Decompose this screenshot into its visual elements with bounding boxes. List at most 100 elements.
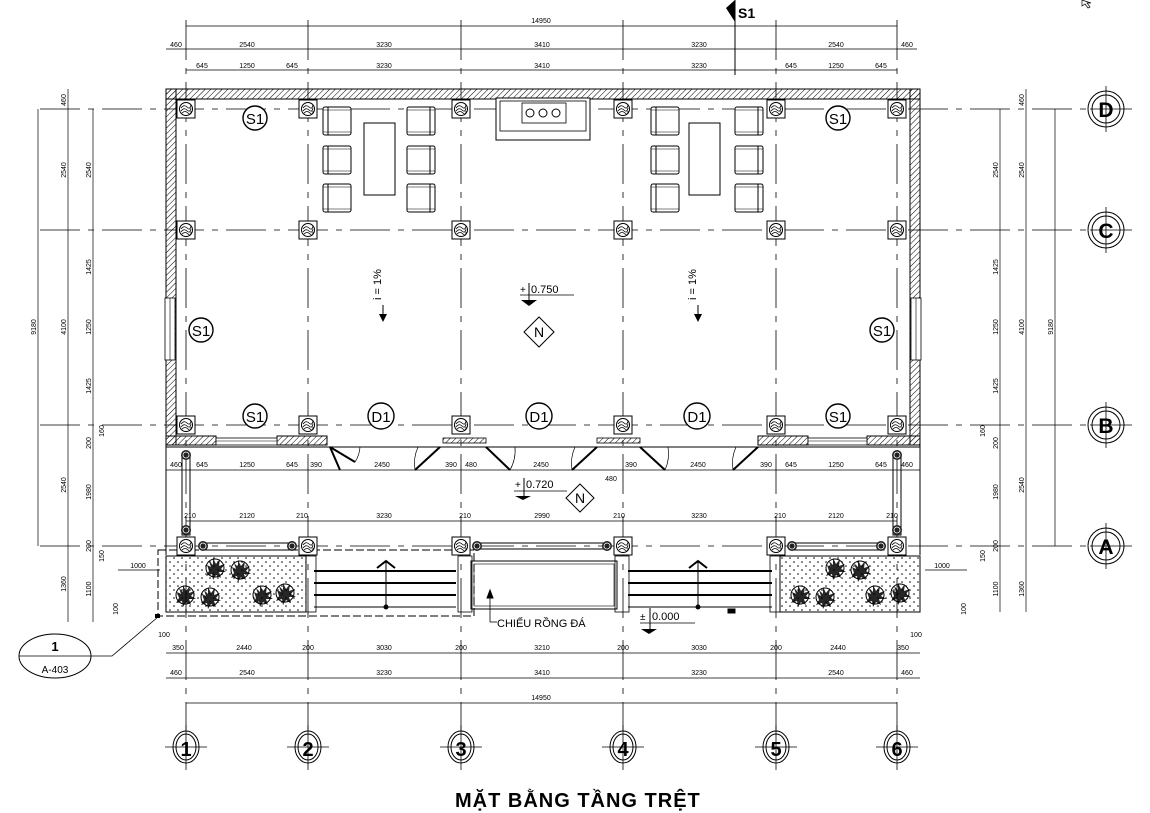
slope-right: i = 1% (687, 269, 702, 322)
slope-left: i = 1% (372, 269, 387, 322)
svg-text:+: + (515, 480, 521, 491)
mouse-cursor-icon (1081, 0, 1092, 9)
svg-text:S1: S1 (246, 409, 264, 426)
svg-text:3230: 3230 (691, 42, 707, 49)
svg-text:3230: 3230 (691, 670, 707, 677)
grid-bubble-3: 3 (440, 725, 482, 770)
svg-text:3230: 3230 (376, 42, 392, 49)
dimensions-top: 14950 460 2540 3230 3410 3230 2540 460 6… (170, 18, 913, 70)
svg-text:200: 200 (770, 645, 782, 652)
svg-text:100: 100 (113, 603, 120, 615)
svg-text:S1: S1 (829, 409, 847, 426)
svg-text:460: 460 (170, 462, 182, 469)
svg-text:200: 200 (993, 540, 1000, 552)
svg-text:9180: 9180 (31, 319, 38, 335)
svg-text:160: 160 (99, 425, 106, 437)
grid-bubble-D: D (1087, 86, 1132, 132)
svg-text:160: 160 (980, 425, 987, 437)
svg-text:3230: 3230 (376, 670, 392, 677)
window-tag: S1 (188, 317, 214, 343)
svg-text:1: 1 (180, 739, 191, 761)
svg-text:2540: 2540 (828, 42, 844, 49)
svg-text:±: ± (640, 612, 646, 623)
svg-text:1360: 1360 (61, 576, 68, 592)
paving-label: CHIẾU RỒNG ĐÁ (497, 617, 586, 630)
svg-text:S1: S1 (873, 323, 891, 340)
furniture-right-seating (650, 106, 764, 213)
steps-left (314, 559, 456, 610)
svg-text:100: 100 (158, 632, 170, 639)
svg-text:3030: 3030 (376, 645, 392, 652)
svg-text:1250: 1250 (828, 63, 844, 70)
svg-text:+: + (520, 285, 526, 296)
svg-text:645: 645 (196, 63, 208, 70)
svg-text:200: 200 (302, 645, 314, 652)
svg-text:645: 645 (785, 63, 797, 70)
svg-text:480: 480 (465, 462, 477, 469)
svg-text:100: 100 (961, 603, 968, 615)
svg-text:4100: 4100 (1019, 319, 1026, 335)
svg-text:2540: 2540 (828, 670, 844, 677)
svg-text:2440: 2440 (830, 645, 846, 652)
svg-text:2540: 2540 (993, 162, 1000, 178)
svg-text:1250: 1250 (239, 63, 255, 70)
level-marker-porch: + 0.720 (514, 478, 567, 500)
svg-text:1000: 1000 (934, 563, 950, 570)
svg-text:2990: 2990 (534, 513, 550, 520)
svg-text:200: 200 (993, 437, 1000, 449)
svg-text:0.720: 0.720 (526, 479, 554, 491)
detail-callout[interactable]: 1 A-403 (18, 614, 160, 679)
svg-text:1980: 1980 (993, 484, 1000, 500)
svg-text:14950: 14950 (531, 695, 551, 702)
svg-text:i = 1%: i = 1% (372, 269, 384, 300)
svg-text:3230: 3230 (376, 513, 392, 520)
exterior-walls (164, 88, 922, 446)
svg-text:100: 100 (910, 632, 922, 639)
svg-text:3230: 3230 (691, 513, 707, 520)
svg-text:3230: 3230 (376, 63, 392, 70)
north-marker-hall: N (523, 316, 555, 348)
grid-bubble-5: 5 (755, 725, 797, 770)
svg-text:460: 460 (901, 42, 913, 49)
planter-left (165, 555, 307, 613)
svg-text:A-403: A-403 (42, 665, 69, 676)
svg-text:S1: S1 (246, 111, 264, 128)
svg-text:645: 645 (286, 462, 298, 469)
door-tag: D1 (525, 402, 553, 430)
svg-text:390: 390 (625, 462, 637, 469)
svg-text:210: 210 (184, 513, 196, 520)
doors (329, 446, 759, 471)
svg-text:S1: S1 (738, 5, 755, 21)
svg-text:2540: 2540 (1019, 477, 1026, 493)
altar-table (495, 97, 591, 141)
svg-text:3410: 3410 (534, 63, 550, 70)
svg-text:3410: 3410 (534, 42, 550, 49)
svg-text:390: 390 (445, 462, 457, 469)
svg-text:1425: 1425 (993, 378, 1000, 394)
svg-text:1100: 1100 (993, 581, 1000, 596)
grid-bubble-2: 2 (287, 725, 329, 770)
section-cut-outline-2 (158, 612, 474, 616)
svg-text:645: 645 (286, 63, 298, 70)
svg-text:2450: 2450 (533, 462, 549, 469)
svg-text:480: 480 (605, 476, 617, 483)
grid-bubbles-rows: D C B A (1087, 86, 1132, 569)
grid-bubble-C: C (1087, 207, 1132, 253)
grid-bubble-A: A (1087, 523, 1132, 569)
svg-text:1425: 1425 (993, 259, 1000, 275)
svg-text:14950: 14950 (531, 18, 551, 25)
svg-text:S1: S1 (192, 323, 210, 340)
svg-text:3210: 3210 (534, 645, 550, 652)
svg-text:150: 150 (980, 550, 987, 562)
stone-landing (305, 555, 781, 623)
svg-text:210: 210 (459, 513, 471, 520)
svg-text:210: 210 (613, 513, 625, 520)
svg-text:2450: 2450 (374, 462, 390, 469)
svg-text:1360: 1360 (1019, 581, 1026, 597)
svg-text:390: 390 (760, 462, 772, 469)
window-tag: S1 (869, 317, 895, 343)
svg-text:2450: 2450 (690, 462, 706, 469)
svg-text:200: 200 (86, 540, 93, 552)
dimensions-porch: 460 645 1250 645 390 2450 390 480 2450 3… (170, 462, 913, 520)
window-tag: S1 (825, 105, 851, 131)
